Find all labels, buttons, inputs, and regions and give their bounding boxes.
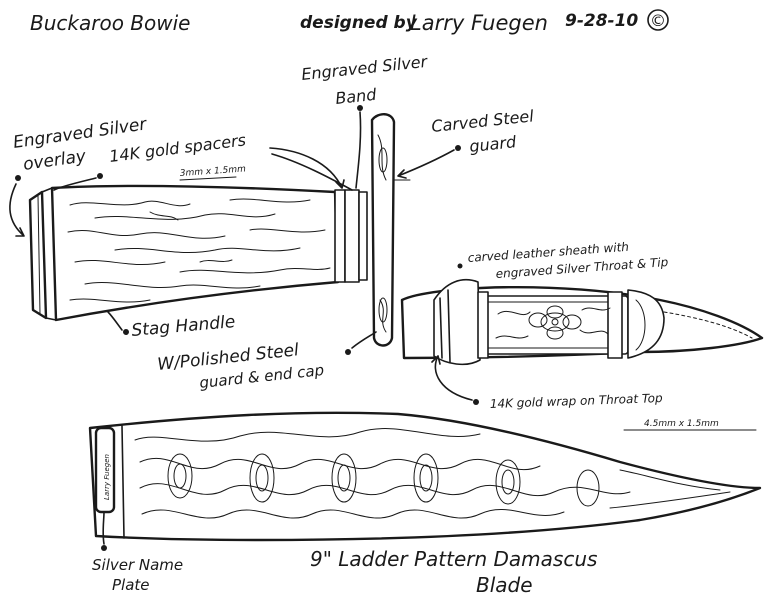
silver-name-plate-drawing: [94, 426, 116, 514]
label-name-plate-2: Plate: [112, 576, 150, 594]
silver-band-drawing: [344, 189, 360, 283]
sheath-throat-drawing: [433, 278, 481, 366]
sketch-title: Buckaroo Bowie: [30, 11, 190, 35]
copyright-circle: [647, 9, 669, 31]
name-plate-engraving: Larry Fuegen: [103, 454, 111, 500]
label-engraved-silver-band-2: Band: [334, 85, 378, 108]
designer-signature: Larry Fuegen: [410, 11, 548, 35]
gold-spacer-drawing-2: [358, 191, 368, 281]
blade-assembly: Larry Fuegen: [88, 411, 762, 542]
label-blade-2: Blade: [476, 573, 533, 597]
label-gold-wrap-size: 4.5mm x 1.5mm: [644, 419, 719, 429]
damascus-blade-outline: [88, 411, 762, 542]
copyright-mark: ©: [650, 11, 666, 30]
design-date: 9-28-10: [565, 11, 638, 31]
handle-assembly: [28, 113, 411, 347]
gold-spacer-drawing: [334, 189, 346, 283]
stag-texture: [67, 198, 331, 303]
label-blade-1: 9" Ladder Pattern Damascus: [310, 547, 597, 571]
label-carved-steel-1: Carved Steel: [430, 106, 535, 136]
sheath-assembly: [400, 278, 764, 366]
gold-wrap-drawing: [439, 289, 451, 363]
carved-steel-guard-drawing: [370, 113, 396, 347]
label-engraved-silver-band-1: Engraved Silver: [300, 52, 429, 84]
leader-lines: [9, 105, 479, 551]
label-stag-handle: Stag Handle: [131, 312, 236, 341]
label-gold-spacers-size: 3mm x 1.5mm: [180, 164, 247, 179]
sheath-tip-drawing: [627, 289, 665, 359]
label-carved-steel-2: guard: [468, 132, 517, 156]
damascus-pattern: [134, 428, 731, 519]
floral-carving: [495, 305, 611, 340]
label-gold-wrap: 14K gold wrap on Throat Top: [490, 391, 664, 411]
label-name-plate-1: Silver Name: [92, 556, 183, 574]
designed-by-text: designed by: [300, 13, 418, 33]
